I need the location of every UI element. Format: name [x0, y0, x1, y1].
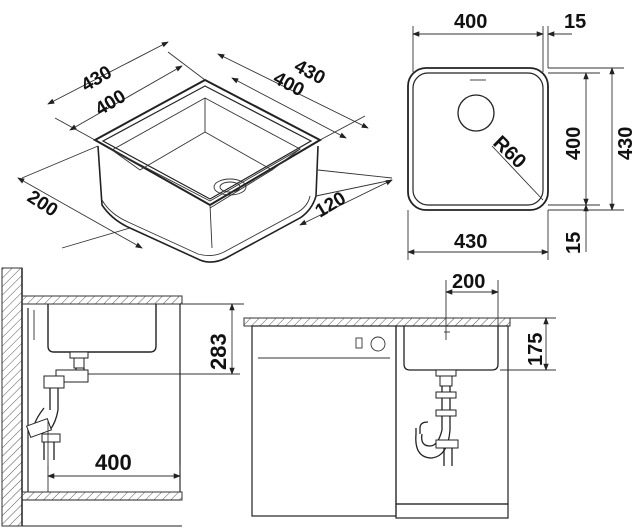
top-outer-width-label: 430: [454, 231, 487, 253]
front-height-label: 175: [525, 333, 547, 366]
side-offset-label: 400: [95, 450, 132, 475]
iso-width-inner-label: 400: [92, 86, 130, 120]
top-outer-depth-label: 430: [615, 127, 637, 160]
iso-height-small-label: 120: [312, 188, 350, 222]
top-rim-label: 15: [564, 11, 586, 33]
side-height-label: 283: [206, 333, 231, 370]
isometric-view: 430 400 430 400 200 120: [17, 41, 393, 263]
front-width-label: 200: [452, 271, 485, 293]
top-inner-width-label: 400: [454, 11, 487, 33]
top-view: 400 15 400 430 R60 430 15: [407, 11, 637, 260]
front-section-view: 200 175: [243, 271, 556, 519]
top-inner-depth-label: 400: [563, 127, 585, 160]
top-rim-bottom-label: 15: [563, 232, 585, 254]
iso-height-label: 200: [23, 187, 61, 222]
top-radius-label: R60: [489, 132, 531, 173]
side-section-view: 400 283: [1, 267, 244, 527]
